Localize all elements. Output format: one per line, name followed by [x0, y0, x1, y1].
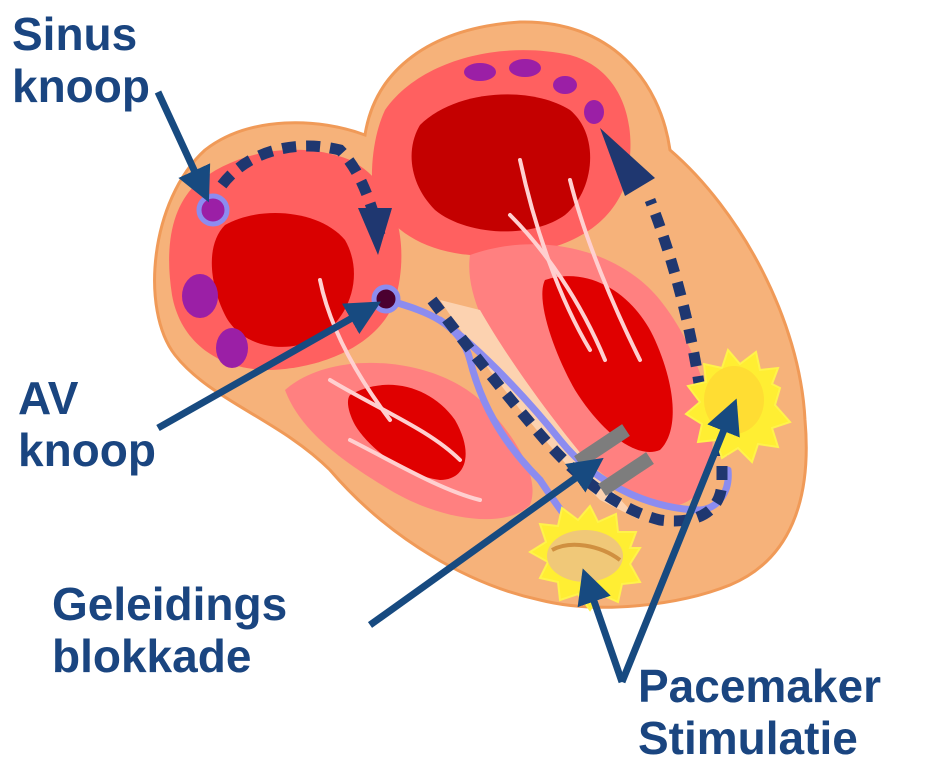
conduction-block-label: Geleidings blokkade: [52, 578, 287, 683]
av-node-label: AV knoop: [18, 372, 156, 477]
pacemaker-label-line2: Stimulatie: [638, 712, 881, 764]
sinus-node-label: Sinus knoop: [12, 8, 150, 113]
av-node: [374, 287, 398, 311]
sinus-label-line1: Sinus: [12, 8, 150, 60]
block-label-line2: blokkade: [52, 630, 287, 682]
av-label-line2: knoop: [18, 424, 156, 476]
sinus-label-line2: knoop: [12, 60, 150, 112]
av-label-line1: AV: [18, 372, 156, 424]
block-label-line1: Geleidings: [52, 578, 287, 630]
left-atrium-chamber: [412, 94, 591, 231]
sinus-node: [199, 196, 227, 224]
pacemaker-label: Pacemaker Stimulatie: [638, 660, 881, 765]
pacemaker-label-line1: Pacemaker: [638, 660, 881, 712]
